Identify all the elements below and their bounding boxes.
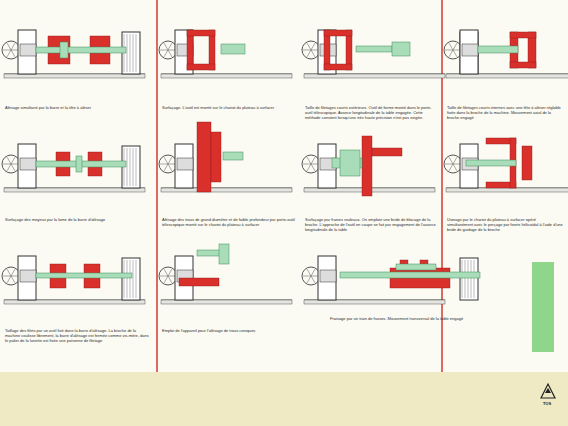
machine-panel — [444, 30, 568, 78]
machine-panel — [159, 122, 292, 192]
panel-caption: Surfaçage des moyeux par la lame de la b… — [5, 217, 150, 222]
machine-panel — [2, 144, 145, 192]
tos-logo — [541, 384, 555, 398]
machine-panel — [302, 256, 480, 304]
panel-caption: Surfaçage. L'outil est monté sur le char… — [162, 105, 296, 110]
machine-panel — [159, 244, 292, 304]
page-ground — [0, 0, 568, 372]
machine-panel — [302, 136, 435, 196]
green-band — [532, 262, 554, 352]
panel-caption: Taillage des filets par un outil fixé da… — [5, 328, 150, 344]
machine-panel — [302, 30, 478, 78]
panel-caption: Taille de filetages courts extérieurs. O… — [305, 105, 437, 121]
machine-illustrations — [2, 30, 568, 304]
panel-caption: Alésage des trous de grand diamètre et d… — [162, 217, 296, 227]
panel-caption: Emploi de l'appareil pour l'alésage de t… — [162, 328, 296, 333]
machine-panel — [2, 256, 145, 304]
panel-caption: Fraisage par un train de fraises. Mouvem… — [330, 316, 480, 321]
machine-panel — [159, 30, 292, 78]
machine-panel — [2, 30, 145, 78]
panel-caption: Surfaçage par fraises rouleaux. On emplo… — [305, 217, 437, 233]
panel-caption: Taille de filetages courts internes avec… — [447, 105, 563, 121]
logo-text: TOS — [543, 401, 563, 406]
panel-caption: Alésage simultané par la barre et la têt… — [5, 105, 150, 110]
machine-panel — [444, 138, 568, 192]
red-divider — [156, 0, 158, 372]
panel-caption: Usinage par le chariot du plateau à surf… — [447, 217, 563, 233]
bottom-band — [0, 372, 568, 426]
